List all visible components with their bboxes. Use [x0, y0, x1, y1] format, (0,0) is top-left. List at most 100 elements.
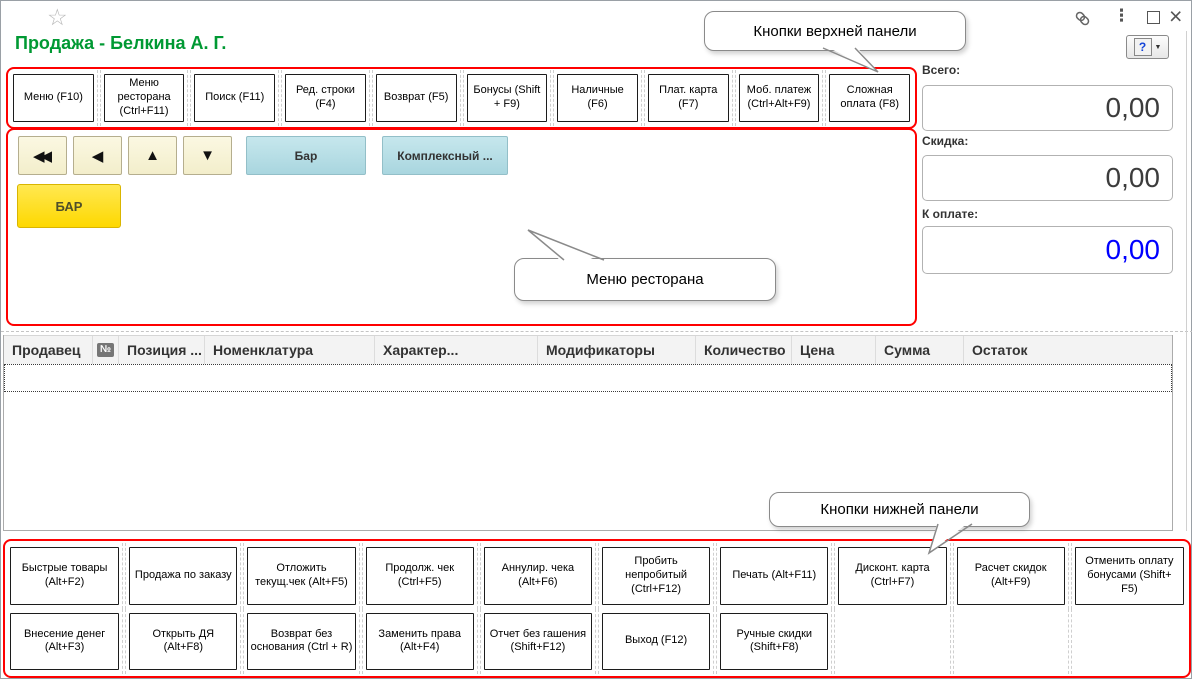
number-badge-icon: №	[96, 343, 115, 357]
complex-payment-button[interactable]: Сложная оплата (F8)	[829, 74, 911, 122]
bottom-cell: Открыть ДЯ (Alt+F8)	[125, 608, 242, 674]
discount-card-button[interactable]: Дисконт. карта (Ctrl+F7)	[838, 547, 947, 605]
sale-by-order-button[interactable]: Продажа по заказу	[129, 547, 238, 605]
payable-label: К оплате:	[922, 207, 979, 221]
category-bar-button[interactable]: Бар	[246, 136, 366, 175]
cancel-bonus-payment-button[interactable]: Отменить оплату бонусами (Shift+ F5)	[1074, 547, 1184, 605]
top-cell: Наличные (F6)	[553, 70, 642, 126]
bottom-cell: Отменить оплату бонусами (Shift+ F5)	[1070, 543, 1187, 609]
column-modifiers[interactable]: Модификаторы	[538, 336, 696, 364]
quick-goods-button[interactable]: Быстрые товары (Alt+F2)	[10, 547, 120, 605]
replace-rights-button[interactable]: Заменить права (Alt+F4)	[365, 612, 474, 670]
help-icon: ?	[1133, 38, 1152, 56]
down-button[interactable]: ▼	[183, 136, 232, 175]
edit-row-button[interactable]: Ред. строки (F4)	[285, 74, 366, 122]
top-cell: Плат. карта (F7)	[643, 70, 733, 126]
bottom-cell: Аннулир. чека (Alt+F6)	[479, 543, 596, 609]
fast-backward-button[interactable]: ◀◀	[18, 136, 67, 175]
payable-value: 0,00	[922, 226, 1173, 274]
bottom-cell-empty	[952, 608, 1069, 674]
close-icon[interactable]: ×	[1169, 3, 1183, 29]
callout-restaurant-menu: Меню ресторана	[514, 258, 776, 301]
link-icon[interactable]	[1073, 9, 1092, 33]
top-cell: Меню (F10)	[10, 70, 98, 126]
mobile-payment-button[interactable]: Моб. платеж (Ctrl+Alt+F9)	[738, 74, 820, 122]
favorite-star-icon[interactable]: ☆	[47, 4, 68, 30]
menu-button[interactable]: Меню (F10)	[13, 74, 94, 122]
backward-icon: ◀	[91, 147, 104, 165]
help-button[interactable]: ? ▼	[1126, 35, 1169, 59]
maximize-icon[interactable]	[1147, 11, 1160, 24]
bottom-cell: Быстрые товары (Alt+F2)	[7, 543, 124, 609]
continue-receipt-button[interactable]: Продолж. чек (Ctrl+F5)	[365, 547, 474, 605]
chevron-down-icon: ▼	[1154, 43, 1162, 51]
table-header-row: Продавец № Позиция ... Номенклатура Хара…	[4, 335, 1172, 364]
quick-item-bar-button[interactable]: БАР	[17, 184, 121, 228]
top-buttons-panel: Меню (F10) Меню ресторана (Ctrl+F11) Пои…	[6, 67, 917, 129]
column-number[interactable]: №	[93, 336, 119, 364]
top-cell: Сложная оплата (F8)	[825, 70, 913, 126]
up-icon: ▲	[145, 147, 160, 164]
cash-button[interactable]: Наличные (F6)	[557, 74, 638, 122]
deposit-money-button[interactable]: Внесение денег (Alt+F3)	[10, 612, 120, 670]
up-button[interactable]: ▲	[128, 136, 177, 175]
bottom-cell: Внесение денег (Alt+F3)	[7, 608, 124, 674]
punch-unpunched-button[interactable]: Пробить непробитый (Ctrl+F12)	[601, 547, 711, 605]
return-button[interactable]: Возврат (F5)	[375, 74, 457, 122]
column-characteristic[interactable]: Характер...	[375, 336, 538, 364]
bonuses-button[interactable]: Бонусы (Shift + F9)	[466, 74, 548, 122]
callout-top-panel: Кнопки верхней панели	[704, 11, 966, 51]
category-complex-button[interactable]: Комплексный ...	[382, 136, 508, 175]
bottom-buttons-panel: Быстрые товары (Alt+F2) Продажа по заказ…	[3, 539, 1191, 678]
bottom-cell: Продолж. чек (Ctrl+F5)	[361, 543, 478, 609]
bottom-cell: Выход (F12)	[597, 608, 715, 674]
column-price[interactable]: Цена	[792, 336, 876, 364]
top-cell: Меню ресторана (Ctrl+F11)	[99, 70, 189, 126]
bottom-cell: Ручные скидки (Shift+F8)	[716, 608, 833, 674]
bottom-cell: Печать (Alt+F11)	[716, 543, 833, 609]
column-quantity[interactable]: Количество	[696, 336, 792, 364]
search-button[interactable]: Поиск (F11)	[194, 74, 276, 122]
menu-nav-row: ◀◀ ◀ ▲ ▼ Бар Комплексный ...	[12, 136, 508, 175]
column-nomenclature[interactable]: Номенклатура	[205, 336, 375, 364]
total-value: 0,00	[922, 85, 1173, 131]
calc-discounts-button[interactable]: Расчет скидок (Alt+F9)	[956, 547, 1065, 605]
bottom-cell-empty	[834, 608, 951, 674]
selected-empty-row[interactable]	[4, 364, 1172, 392]
top-cell: Ред. строки (F4)	[281, 70, 370, 126]
fast-backward-icon: ◀◀	[32, 147, 52, 165]
report-no-closure-button[interactable]: Отчет без гашения (Shift+F12)	[483, 612, 592, 670]
top-cell: Поиск (F11)	[190, 70, 280, 126]
restaurant-menu-button[interactable]: Меню ресторана (Ctrl+F11)	[103, 74, 185, 122]
more-menu-icon[interactable]: ⋮	[1113, 6, 1130, 25]
top-cell: Возврат (F5)	[371, 70, 461, 126]
column-sum[interactable]: Сумма	[876, 336, 964, 364]
top-cell: Бонусы (Shift + F9)	[462, 70, 552, 126]
annul-receipt-button[interactable]: Аннулир. чека (Alt+F6)	[483, 547, 592, 605]
backward-button[interactable]: ◀	[73, 136, 122, 175]
bottom-cell: Отложить текущ.чек (Alt+F5)	[243, 543, 360, 609]
bottom-cell: Пробить непробитый (Ctrl+F12)	[597, 543, 715, 609]
print-button[interactable]: Печать (Alt+F11)	[720, 547, 829, 605]
bottom-cell: Продажа по заказу	[125, 543, 242, 609]
total-label: Всего:	[922, 63, 961, 77]
column-position[interactable]: Позиция ...	[119, 336, 205, 364]
restaurant-menu-panel: ◀◀ ◀ ▲ ▼ Бар Комплексный ... БАР	[6, 128, 917, 326]
discount-value: 0,00	[922, 155, 1173, 201]
page-title: Продажа - Белкина А. Г.	[15, 33, 227, 53]
bottom-cell: Отчет без гашения (Shift+F12)	[479, 608, 596, 674]
manual-discounts-button[interactable]: Ручные скидки (Shift+F8)	[720, 612, 829, 670]
open-drawer-button[interactable]: Открыть ДЯ (Alt+F8)	[129, 612, 238, 670]
bottom-cell: Возврат без основания (Ctrl + R)	[243, 608, 360, 674]
bottom-cell: Заменить права (Alt+F4)	[361, 608, 478, 674]
exit-button[interactable]: Выход (F12)	[601, 612, 711, 670]
payment-card-button[interactable]: Плат. карта (F7)	[647, 74, 729, 122]
column-remainder[interactable]: Остаток	[972, 342, 1028, 358]
postpone-receipt-button[interactable]: Отложить текущ.чек (Alt+F5)	[247, 547, 356, 605]
column-seller[interactable]: Продавец	[4, 336, 93, 364]
discount-label: Скидка:	[922, 134, 969, 148]
callout-bottom-panel: Кнопки нижней панели	[769, 492, 1030, 527]
return-no-basis-button[interactable]: Возврат без основания (Ctrl + R)	[247, 612, 356, 670]
horizontal-splitter[interactable]	[1, 331, 1192, 332]
